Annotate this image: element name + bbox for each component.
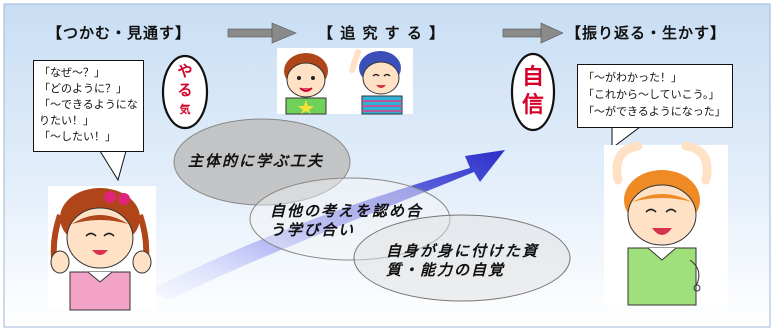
stage-pursue-heading: 【 追 究 す る 】 xyxy=(318,24,446,42)
left-speech-bubble: 「なぜ～？」 「どのように？」 「～できるようにな りたい！」 「～したい！」 xyxy=(33,60,144,152)
confidence-char: 自 xyxy=(521,65,544,90)
confidence-char: 信 xyxy=(521,93,544,118)
motivation-oval xyxy=(161,54,209,130)
ellipse-self-awareness xyxy=(353,214,571,302)
stage-arrow-2 xyxy=(502,22,564,44)
girl-character xyxy=(48,186,156,311)
bubble-line: 「～がわかった！」 xyxy=(583,71,682,84)
ellipse-self-directed xyxy=(173,118,351,206)
confidence-label: 自 信 xyxy=(519,64,547,120)
cheering-boy-character xyxy=(604,141,728,306)
confidence-oval xyxy=(510,52,556,132)
motivation-char: や xyxy=(177,62,193,80)
motivation-char: 気 xyxy=(179,103,191,116)
growth-arrow xyxy=(150,150,505,300)
right-speech-bubble: 「～がわかった！」 「これから～していこう。」 「～ができるようになった」 xyxy=(577,64,733,128)
ellipse-self-directed-text: 主体的に学ぶ工夫 xyxy=(188,152,325,170)
motivation-char: る xyxy=(177,81,193,99)
bubble-line: 「～ができるようになった」 xyxy=(583,105,726,118)
bubble-line: りたい！」 xyxy=(39,114,94,127)
ellipse-text-line: 自身が身に付けた資 xyxy=(386,242,540,260)
ellipse-self-awareness-text: 自身が身に付けた資 質・能力の自覚 xyxy=(386,242,539,280)
ellipse-mutual-learning-text: 自他の考えを認め合 う学び合い xyxy=(270,202,423,240)
bubble-line: 「これから～していこう。」 xyxy=(583,88,720,101)
bubble-line: 「～したい！」 xyxy=(39,130,116,143)
ellipse-text-line: 質・能力の自覚 xyxy=(386,261,506,279)
stage-arrow-1 xyxy=(227,22,297,44)
motivation-label: や る 気 xyxy=(172,62,198,119)
bubble-line: 「どのように？」 xyxy=(39,82,127,95)
bubble-line: 「なぜ～？」 xyxy=(39,66,105,79)
boys-characters xyxy=(277,48,413,115)
ellipse-text-line: う学び合い xyxy=(270,221,356,239)
stage-reflect-heading: 【振り返る・生かす】 xyxy=(566,24,727,42)
stage-grasp-heading: 【つかむ・見通す】 xyxy=(47,24,192,42)
bubble-line: 「～できるようにな xyxy=(39,98,138,111)
ellipse-text-line: 自他の考えを認め合 xyxy=(270,202,424,220)
